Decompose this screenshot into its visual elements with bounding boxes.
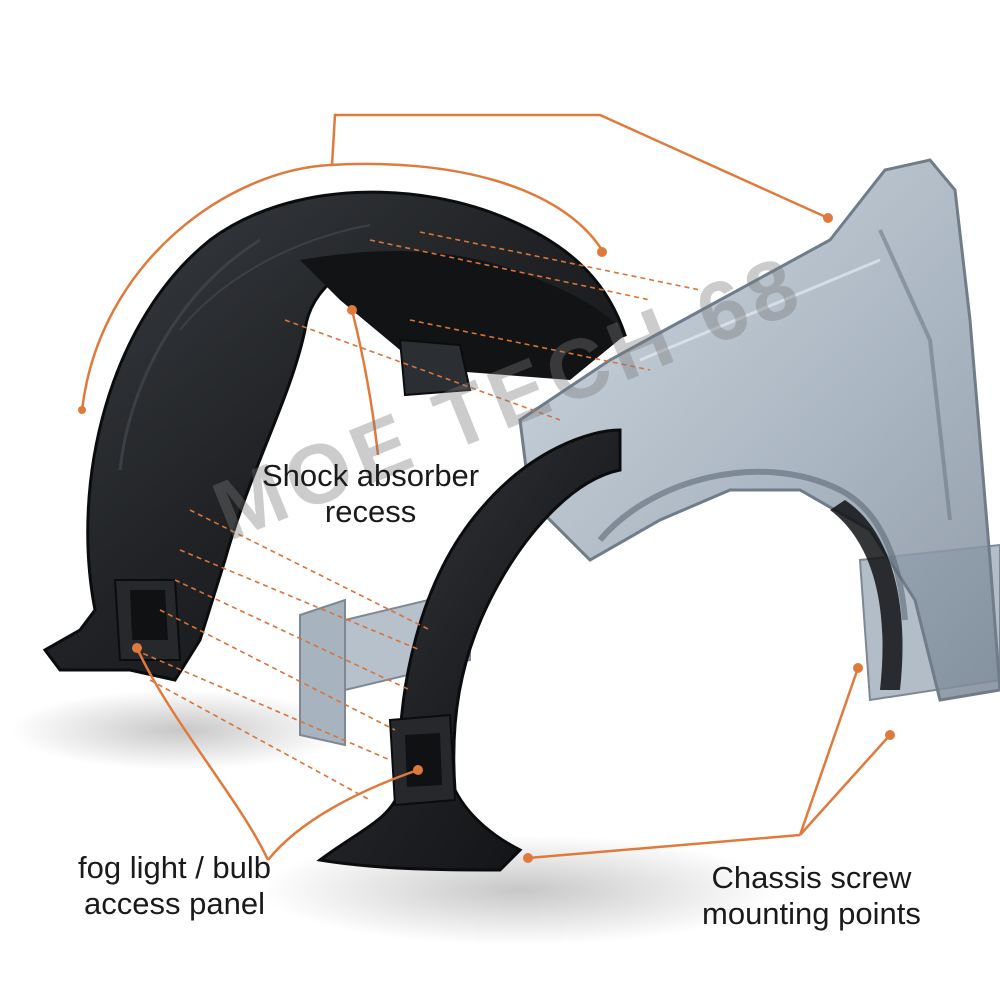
callout-leaders (80, 113, 891, 861)
liner-left-shadow (10, 690, 350, 770)
fog-light-label: fog light / bulb access panel (78, 850, 271, 922)
fog-light-label-line1: fog light / bulb (78, 850, 272, 885)
shock-absorber-label-line2: recess (324, 494, 417, 529)
shock-absorber-label: Shock absorber recess (262, 458, 479, 530)
fog-light-label-line2: access panel (84, 886, 265, 921)
chassis-screw-label: Chassis screw mounting points (702, 860, 921, 932)
chassis-screw-label-line2: mounting points (702, 896, 921, 931)
alignment-lines (134, 231, 701, 801)
fender-panel-image (518, 158, 1000, 702)
fender-liner-image (42, 190, 627, 682)
callout-dots (78, 213, 895, 863)
shock-absorber-label-line1: Shock absorber (262, 458, 480, 493)
chassis-screw-label-line1: Chassis screw (711, 860, 912, 895)
fender-liner-installed-image (316, 428, 622, 872)
